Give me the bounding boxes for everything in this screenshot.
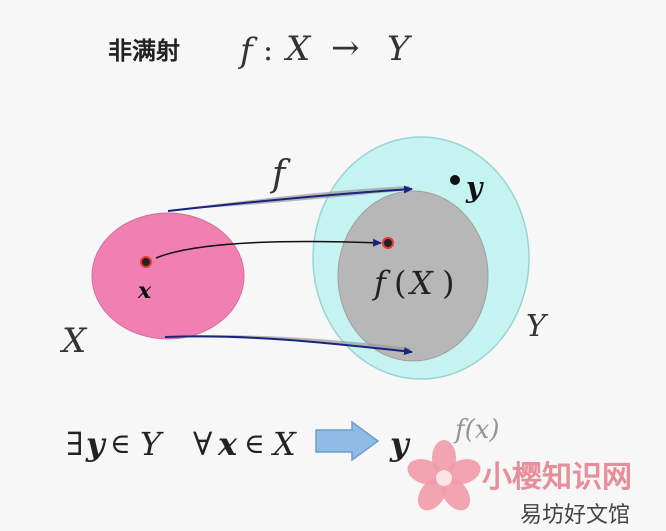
statement-Y: Y [140,425,164,463]
title-codomain: Y [387,29,413,69]
point-y-dot [450,175,460,185]
forall-symbol: ∀ [193,425,213,463]
image-X-label: X [407,264,434,302]
title-arrow-icon: → [331,28,360,68]
element-of-2: ∈ [244,427,265,460]
lower-map-arrow [164,335,413,356]
point-map-arrow [155,238,382,259]
statement-partial: f(x) [453,415,500,445]
statement-X: X [270,425,297,463]
title-map-f: f [237,31,258,71]
set-Y-label: Y [526,309,549,344]
map-f-label: f [269,154,291,195]
exists-symbol: ∃ [66,425,83,463]
title-domain: X [283,29,312,69]
statement-y1: y [85,425,107,463]
point-fx-dot [382,237,394,249]
watermark-line2: 易坊好文馆 [520,503,630,528]
point-x-dot [140,256,152,268]
flower-logo-icon [407,440,481,511]
element-of-1: ∈ [110,427,131,460]
watermark-line1: 小樱知识网 [482,460,632,495]
upper-map-arrow [167,185,413,212]
implies-arrow-icon [315,420,380,462]
image-fX-ellipse [337,190,489,362]
title-colon: : [263,33,273,68]
point-y-label: y [465,171,484,204]
statement-y2: y [389,425,411,463]
lower-map-shadow [165,335,410,352]
set-X-label: X [59,321,88,361]
set-X-ellipse [91,212,245,340]
point-x-label: x [137,278,152,304]
image-paren-close: ) [442,264,454,302]
statement-x: x [217,425,238,463]
title-chinese: 非满射 [108,37,180,65]
image-paren-open: ( [394,264,406,302]
